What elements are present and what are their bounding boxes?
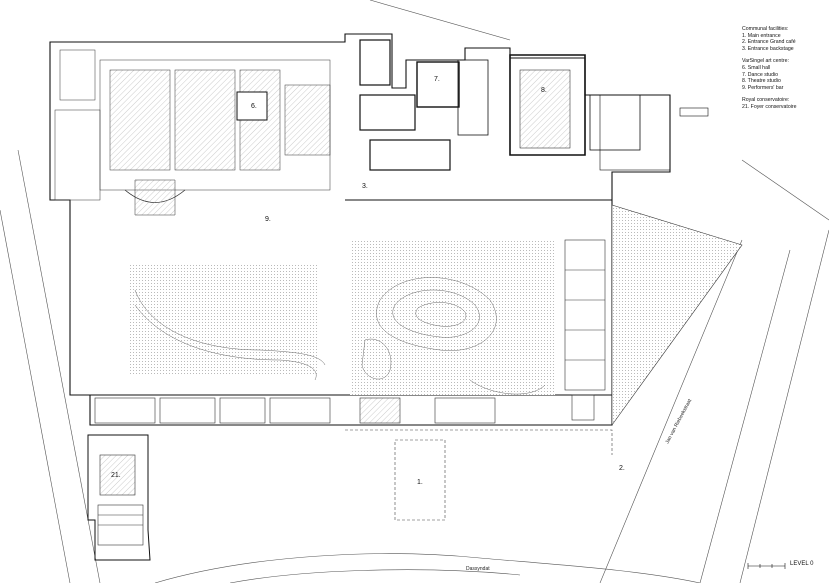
legend-item: 3. Entrance backstage: [742, 45, 794, 52]
tag-foyer-conservatoire: 21.: [111, 472, 121, 479]
legend: Communal facilities: 1. Main entrance 2.…: [742, 26, 797, 111]
legend-item: 21. Foyer conservatoire: [742, 103, 797, 110]
auditorium-block: [54, 39, 391, 216]
conservatoire-wing: [87, 434, 151, 561]
tag-theatre-studio: 8.: [541, 87, 547, 94]
terrain-contours: [134, 277, 546, 395]
legend-item: 8. Theatre studio: [742, 78, 781, 85]
entrance-canopy: [345, 429, 613, 521]
tag-main-entrance: 1.: [417, 479, 423, 486]
scale-bar: [747, 563, 786, 569]
legend-item: 9. Performers' bar: [742, 84, 784, 91]
tag-backstage-entrance: 3.: [362, 183, 368, 190]
legend-communal-title: Communal facilities:: [742, 26, 789, 32]
legend-item: 1. Main entrance: [742, 32, 781, 39]
tag-performers-bar: 9.: [265, 216, 271, 223]
legend-varsinger-title: VarSingel art centre:: [742, 58, 789, 65]
street-label-south: Dassyndat: [466, 566, 490, 572]
legend-royal-title: Royal conservatoire:: [742, 97, 790, 104]
street-label-east: Jan van Riebeekstraat: [664, 398, 693, 445]
legend-item: 6. Small hall: [742, 64, 771, 71]
east-wing: [564, 239, 606, 421]
south-rooms: [94, 397, 496, 424]
legend-item: 2. Entrance Grand café: [742, 39, 796, 46]
level-label: LEVEL 0: [790, 561, 814, 567]
tag-dance-studio: 7.: [434, 76, 440, 83]
tag-grand-cafe-entrance: 2.: [619, 465, 625, 472]
legend-item: 7. Dance studio: [742, 71, 779, 78]
tag-small-hall: 6.: [251, 103, 257, 110]
plaza: [128, 204, 743, 426]
theatre-block: [359, 54, 709, 171]
